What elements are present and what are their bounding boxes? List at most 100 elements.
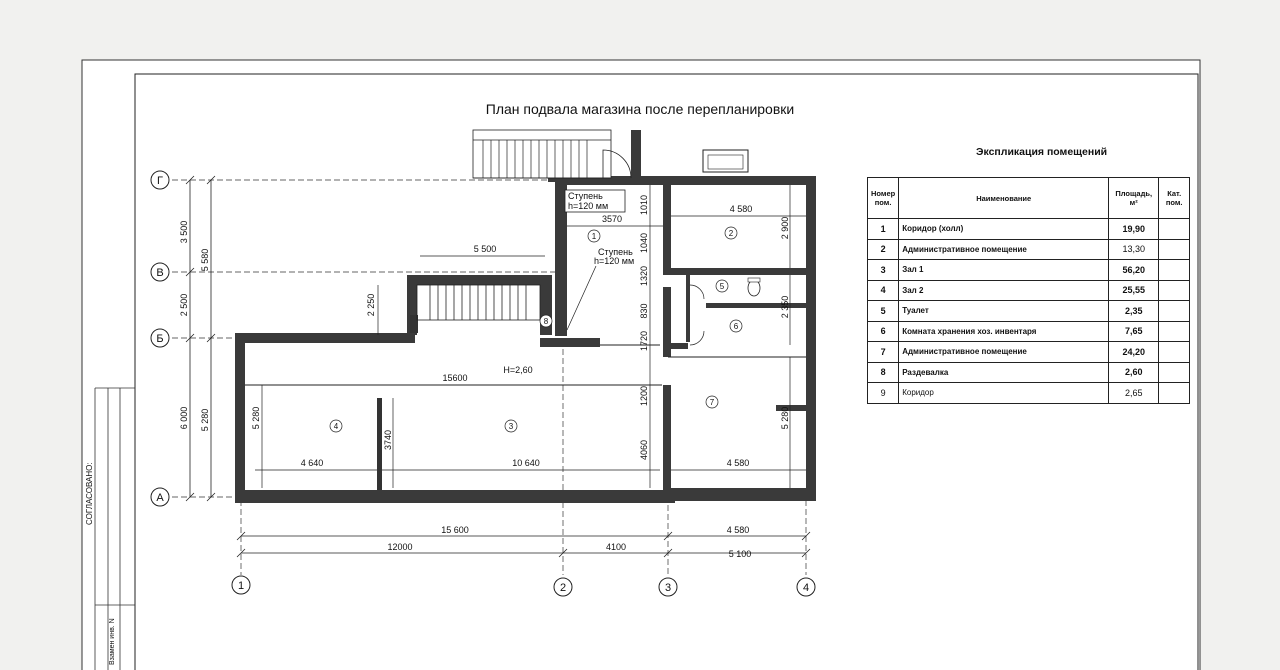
dim-toilets-height: 2 350 — [780, 296, 790, 319]
room-number-6: 6 — [734, 322, 739, 331]
room-marker-2: 2 — [724, 226, 738, 240]
axis-marker-3: 3 — [658, 577, 678, 597]
explication-table: Номер пом. Наименование Площадь, м² Кат.… — [866, 177, 1191, 404]
row-area: 56,20 — [1108, 259, 1160, 281]
dim-corridor-width: 3570 — [602, 214, 622, 224]
row-cat — [1158, 382, 1191, 404]
dim-stair-run: 5 500 — [474, 244, 497, 254]
dim-room2-width: 4 580 — [730, 204, 753, 214]
row-cat — [1158, 300, 1191, 322]
row-name: Туалет — [898, 300, 1110, 322]
axis-number-4: 4 — [803, 582, 809, 594]
room-marker-7: 7 — [705, 395, 719, 409]
dim-hall-length: 15600 — [442, 373, 467, 383]
dim-room2-height: 2 900 — [780, 217, 790, 240]
row-area: 2,65 — [1108, 382, 1160, 404]
row-name: Административное помещение — [898, 341, 1110, 363]
row-name: Зал 1 — [898, 259, 1110, 281]
room-number-1: 1 — [592, 232, 597, 241]
row-name: Коридор (холл) — [898, 218, 1110, 240]
table-row: 5 Туалет 2,35 — [866, 300, 1191, 322]
room-number-5: 5 — [720, 282, 725, 291]
dim-bottom-12000: 12000 — [387, 542, 412, 552]
walls — [235, 130, 816, 503]
axis-marker-a: А — [150, 487, 170, 507]
room-number-7: 7 — [710, 398, 715, 407]
dim-bottom-4100: 4100 — [606, 542, 626, 552]
row-cat — [1158, 218, 1191, 240]
header-area: Площадь, м² — [1108, 177, 1160, 219]
row-area: 24,20 — [1108, 341, 1160, 363]
row-num: 8 — [866, 361, 900, 383]
dim-left-inner-top: 5 580 — [200, 249, 210, 272]
room-marker-6: 6 — [729, 319, 743, 333]
axis-letter-a: А — [156, 492, 164, 504]
dim-v-1010: 1010 — [639, 195, 649, 215]
dim-v-1040: 1040 — [639, 233, 649, 253]
row-num: 6 — [866, 320, 900, 342]
row-cat — [1158, 320, 1191, 342]
row-area: 13,30 — [1108, 238, 1160, 260]
explication-header-row: Номер пом. Наименование Площадь, м² Кат.… — [866, 177, 1191, 219]
row-name: Зал 2 — [898, 279, 1110, 301]
row-num: 7 — [866, 341, 900, 363]
lower-stairs — [416, 284, 541, 321]
header-name: Наименование — [898, 177, 1110, 219]
dim-bottom-5100: 5 100 — [729, 549, 752, 559]
plan-title: План подвала магазина после перепланиров… — [486, 101, 794, 117]
row-cat — [1158, 259, 1191, 281]
axis-marker-2: 2 — [553, 577, 573, 597]
table-row: 8 Раздевалка 2,60 — [866, 361, 1191, 383]
stamp-agreed: СОГЛАСОВАНО: — [85, 462, 94, 525]
table-row: 3 Зал 1 56,20 — [866, 259, 1191, 281]
row-area: 7,65 — [1108, 320, 1160, 342]
row-area: 19,90 — [1108, 218, 1160, 240]
step-label-2-line1: Ступень — [598, 247, 633, 257]
row-num: 3 — [866, 259, 900, 281]
dim-stair-height: 2 250 — [366, 294, 376, 317]
room-number-3: 3 — [509, 422, 514, 431]
row-cat — [1158, 341, 1191, 363]
row-cat — [1158, 279, 1191, 301]
ceiling-height: H=2,60 — [503, 365, 532, 375]
room-marker-8: 8 — [539, 314, 553, 328]
axis-number-3: 3 — [665, 582, 671, 594]
table-row: 1 Коридор (холл) 19,90 — [866, 218, 1191, 240]
step-label-1-line1: Ступень — [568, 191, 603, 201]
dim-left-inner-bottom: 5 280 — [200, 409, 210, 432]
upper-stairs — [472, 129, 612, 179]
dim-v-1320: 1320 — [639, 266, 649, 286]
dim-v-1720: 1720 — [639, 331, 649, 351]
dim-left-outer-bottom: 6 000 — [179, 407, 189, 430]
dim-bottom-4580: 4 580 — [727, 525, 750, 535]
axis-letter-v: В — [156, 267, 163, 279]
table-row: 4 Зал 2 25,55 — [866, 279, 1191, 301]
table-row: 7 Административное помещение 24,20 — [866, 341, 1191, 363]
dim-v-1200: 1200 — [639, 386, 649, 406]
table-row: 9 Коридор 2,65 — [866, 382, 1191, 404]
dim-room4-width: 4 640 — [301, 458, 324, 468]
axis-letter-b: Б — [156, 333, 163, 345]
dim-v-830: 830 — [639, 303, 649, 318]
axis-marker-b: Б — [150, 328, 170, 348]
axis-letter-g: Г — [157, 175, 163, 187]
dim-left-outer-top: 3 500 — [179, 221, 189, 244]
dim-hall-height-left: 5 280 — [251, 407, 261, 430]
room-number-2: 2 — [729, 229, 734, 238]
axis-marker-4: 4 — [796, 577, 816, 597]
axis-marker-g: Г — [150, 170, 170, 190]
header-cat: Кат. пом. — [1158, 177, 1191, 219]
stamp-inv: Взамен инв. N — [109, 618, 116, 665]
axis-number-1: 1 — [238, 580, 244, 592]
row-area: 2,35 — [1108, 300, 1160, 322]
dim-v-4060: 4060 — [639, 440, 649, 460]
row-num: 2 — [866, 238, 900, 260]
axis-marker-v: В — [150, 262, 170, 282]
row-name: Комната хранения хоз. инвентаря — [898, 320, 1110, 342]
row-area: 2,60 — [1108, 361, 1160, 383]
room-marker-5: 5 — [715, 279, 729, 293]
step-label-1-line2: h=120 мм — [568, 201, 608, 211]
explication-title: Экспликация помещений — [976, 146, 1108, 158]
dim-bottom-15600: 15 600 — [441, 525, 469, 535]
dim-room7-width: 4 580 — [727, 458, 750, 468]
